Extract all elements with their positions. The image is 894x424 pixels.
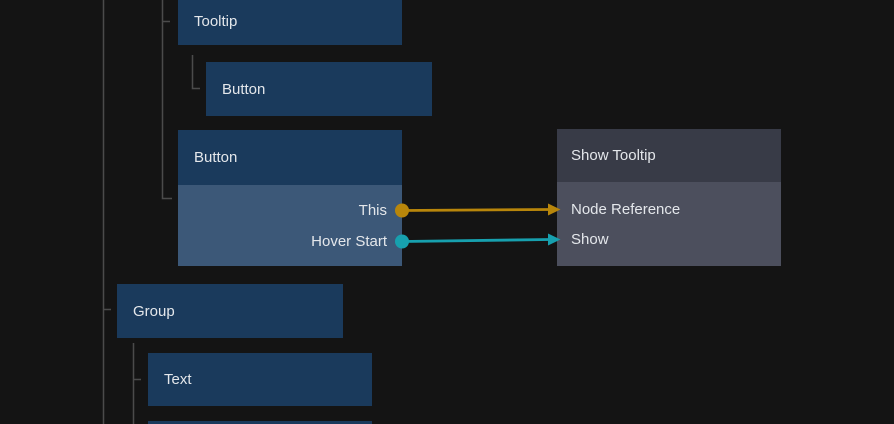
tree-node-button-child[interactable]: Button: [206, 62, 432, 116]
output-port-label: Hover Start: [311, 233, 387, 250]
tree-line-branch-top: [161, 0, 172, 200]
wire-orange: [402, 208, 551, 212]
wire-this-to-node-reference: [395, 203, 561, 218]
output-row-hover-start: Hover Start: [178, 226, 402, 257]
output-port-this-icon[interactable]: [395, 203, 409, 218]
tree-node-partial-bottom[interactable]: [148, 421, 372, 424]
output-row-this: This: [178, 195, 402, 226]
node-port-body: Node Reference Show: [557, 182, 781, 266]
node-title: Show Tooltip: [571, 147, 656, 164]
node-title: Button: [194, 149, 238, 166]
tree-node-tooltip[interactable]: Tooltip: [178, 0, 402, 45]
output-port-label: This: [358, 202, 387, 219]
output-port-hover-start-icon[interactable]: [395, 234, 409, 249]
wire-hover-start-to-show: [395, 233, 561, 249]
tree-node-group[interactable]: Group: [117, 284, 343, 338]
node-port-body: This Hover Start: [178, 185, 402, 266]
action-node-show-tooltip[interactable]: Show Tooltip Node Reference Show: [557, 129, 781, 266]
input-row-node-reference: Node Reference: [557, 194, 781, 224]
tree-line-root: [102, 0, 111, 424]
node-title: Text: [164, 371, 192, 388]
input-port-label: Show: [571, 230, 609, 248]
tree-node-button-source[interactable]: Button This Hover Start: [178, 130, 402, 266]
node-title: Button: [222, 80, 266, 98]
tree-line-branch-group-children: [132, 343, 141, 424]
node-header[interactable]: Show Tooltip: [557, 129, 781, 182]
input-port-label: Node Reference: [571, 200, 681, 218]
tree-node-text[interactable]: Text: [148, 353, 372, 406]
node-title: Group: [133, 302, 175, 320]
wire-teal: [402, 238, 551, 243]
node-header[interactable]: Button: [178, 130, 402, 185]
tree-line-elbow-button-child: [191, 55, 200, 90]
input-row-show: Show: [557, 224, 781, 254]
node-title: Tooltip: [194, 12, 238, 30]
